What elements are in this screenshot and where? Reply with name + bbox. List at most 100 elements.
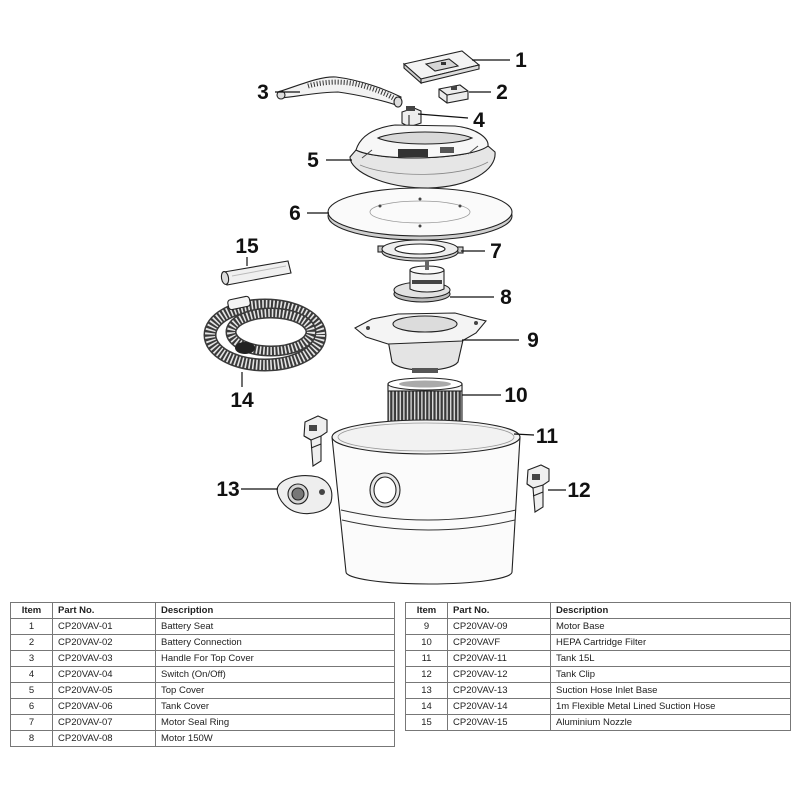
description-cell: Battery Seat [155, 618, 395, 635]
part-no-cell: CP20VAVF [447, 634, 551, 651]
description-cell: Motor 150W [155, 730, 395, 747]
callout-2: 2 [496, 81, 508, 104]
item-cell: 13 [405, 682, 448, 699]
part-no-cell: CP20VAV-08 [52, 730, 156, 747]
callout-10: 10 [504, 384, 527, 407]
description-cell: Motor Seal Ring [155, 714, 395, 731]
battery-connection-drawing [438, 84, 469, 104]
description-cell: Tank Clip [550, 666, 791, 683]
tank-clip-left-drawing [303, 415, 328, 467]
header-part-no: Part No. [52, 602, 156, 619]
item-cell: 6 [10, 698, 53, 715]
item-cell: 10 [405, 634, 448, 651]
callout-15: 15 [235, 235, 259, 258]
aluminium-nozzle-drawing [220, 260, 292, 286]
callout-1: 1 [515, 49, 527, 72]
header-description: Description [550, 602, 791, 619]
switch-drawing [401, 106, 422, 128]
part-no-cell: CP20VAV-09 [447, 618, 551, 635]
callout-5: 5 [307, 149, 319, 172]
tank-drawing [331, 419, 521, 585]
item-cell: 4 [10, 666, 53, 683]
leader-line-4 [417, 113, 469, 119]
header-item: Item [10, 602, 53, 619]
description-cell: Switch (On/Off) [155, 666, 395, 683]
item-cell: 7 [10, 714, 53, 731]
description-cell: Suction Hose Inlet Base [550, 682, 791, 699]
header-part-no: Part No. [447, 602, 551, 619]
table-header-row: Item Part No. Description [10, 602, 395, 619]
callout-4: 4 [473, 109, 485, 132]
part-no-cell: CP20VAV-05 [52, 682, 156, 699]
callout-12: 12 [567, 479, 590, 502]
part-no-cell: CP20VAV-01 [52, 618, 156, 635]
callout-numbers: 1 2 3 4 5 6 7 8 9 10 11 12 13 14 15 [216, 49, 590, 502]
handle-drawing [276, 76, 403, 108]
top-cover-drawing [349, 124, 496, 189]
part-no-cell: CP20VAV-14 [447, 698, 551, 715]
item-cell: 5 [10, 682, 53, 699]
description-cell: Battery Connection [155, 634, 395, 651]
callout-13: 13 [216, 478, 239, 501]
part-no-cell: CP20VAV-02 [52, 634, 156, 651]
part-no-cell: CP20VAV-04 [52, 666, 156, 683]
tank-clip-right-drawing [526, 464, 550, 513]
item-cell: 3 [10, 650, 53, 667]
item-cell: 12 [405, 666, 448, 683]
exploded-view-diagram: 1 2 3 4 5 6 7 8 9 10 11 12 13 14 15 [203, 49, 591, 585]
inlet-base-drawing [276, 475, 333, 515]
callout-6: 6 [289, 202, 301, 225]
callout-14: 14 [230, 389, 254, 412]
item-cell: 14 [405, 698, 448, 715]
leader-line-11 [513, 433, 535, 436]
description-cell: Motor Base [550, 618, 791, 635]
item-cell: 1 [10, 618, 53, 635]
item-cell: 2 [10, 634, 53, 651]
motor-drawing [393, 261, 451, 303]
callout-8: 8 [500, 286, 512, 309]
suction-hose-drawing [203, 295, 327, 372]
description-cell: Tank Cover [155, 698, 395, 715]
header-description: Description [155, 602, 395, 619]
part-no-cell: CP20VAV-11 [447, 650, 551, 667]
motor-base-drawing [354, 312, 487, 373]
battery-seat-drawing [402, 50, 481, 85]
description-cell: Tank 15L [550, 650, 791, 667]
description-cell: Handle For Top Cover [155, 650, 395, 667]
part-no-cell: CP20VAV-13 [447, 682, 551, 699]
item-cell: 9 [405, 618, 448, 635]
description-cell: HEPA Cartridge Filter [550, 634, 791, 651]
tank-cover-drawing [327, 187, 513, 241]
callout-9: 9 [527, 329, 539, 352]
item-cell: 8 [10, 730, 53, 747]
description-cell: Top Cover [155, 682, 395, 699]
description-cell: Aluminium Nozzle [550, 714, 791, 731]
part-no-cell: CP20VAV-15 [447, 714, 551, 731]
table-header-row: Item Part No. Description [405, 602, 791, 619]
callout-11: 11 [536, 425, 559, 448]
leader-lines [241, 59, 566, 491]
motor-seal-ring-drawing [377, 239, 464, 262]
description-cell: 1m Flexible Metal Lined Suction Hose [550, 698, 791, 715]
header-item: Item [405, 602, 448, 619]
